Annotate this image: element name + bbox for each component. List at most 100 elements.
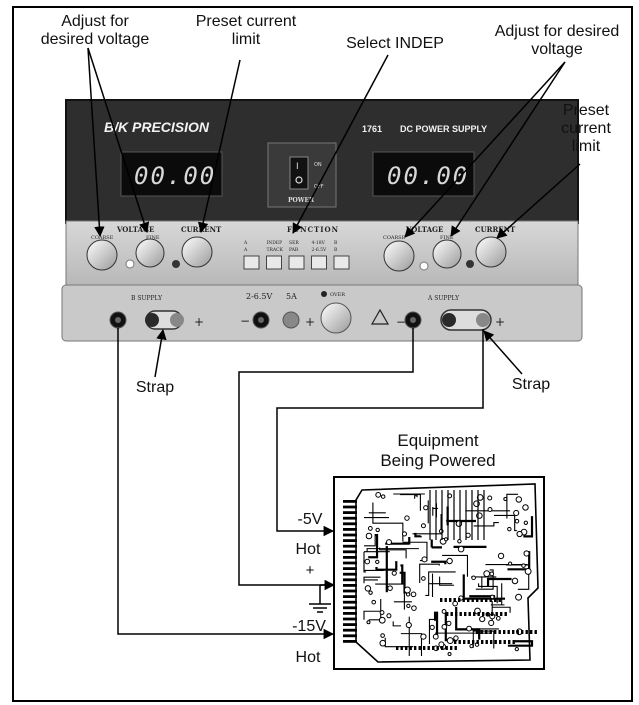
pcb-pad (366, 620, 371, 625)
pcb-ic-pin (485, 598, 488, 602)
label-hot-2: Hot (295, 649, 321, 666)
pcb-trace (412, 514, 442, 535)
pcb-edge-finger (343, 500, 357, 503)
model-number: 1761 (362, 124, 382, 134)
pcb-pad (447, 652, 452, 657)
over-indicator (321, 291, 327, 297)
left-fine-voltage-knob[interactable] (135, 238, 165, 268)
pcb-edge-finger (343, 628, 357, 632)
pcb-trace (523, 516, 534, 538)
pcb-trace (506, 564, 530, 590)
b-supply-positive-terminal[interactable] (170, 313, 184, 327)
pcb-trace (492, 606, 511, 613)
pcb-trace (431, 560, 447, 565)
pcb-edge-finger (343, 612, 357, 615)
pcb-pad (446, 637, 454, 645)
a-supply-ground-terminal[interactable] (442, 313, 456, 327)
a-supply-positive-terminal[interactable] (476, 313, 490, 327)
pcb-ic-pin (480, 630, 483, 634)
pcb-pad (364, 558, 371, 565)
pcb-trace (364, 534, 376, 547)
pcb-pad (469, 644, 474, 649)
pcb-pad (522, 504, 529, 511)
right-coarse-voltage-knob[interactable] (383, 240, 415, 272)
pcb-trace (363, 551, 367, 573)
pcb-pad (403, 586, 411, 594)
pcb-ic-pin (467, 640, 470, 644)
pcb-trace (419, 563, 440, 584)
function-button[interactable] (243, 255, 260, 270)
pcb-edge-finger (343, 623, 357, 626)
pcb-pad (488, 619, 495, 626)
pcb-edge-finger (343, 556, 357, 559)
right-fine-label: FINE (440, 235, 454, 241)
pcb-pad (410, 591, 417, 598)
pcb-pad (432, 633, 439, 640)
over-reset-knob[interactable] (320, 302, 352, 334)
b-supply-ground-terminal[interactable] (145, 313, 159, 327)
function-button[interactable] (288, 255, 305, 270)
pcb-ic-pin (503, 630, 506, 634)
pcb-edge-finger (343, 606, 357, 610)
right-fine-voltage-knob[interactable] (432, 239, 462, 269)
pcb-pad (497, 552, 505, 560)
pcb-ic-pin (450, 646, 453, 650)
pcb-ic-pin (503, 640, 506, 644)
function-button[interactable] (333, 255, 350, 270)
annotation-line: Adjust for (61, 13, 129, 30)
a-supply-negative-terminal-center (410, 317, 416, 323)
arrow-select-indep (292, 54, 389, 234)
fixed-positive-terminal[interactable] (282, 311, 300, 329)
pcb-edge-finger (343, 567, 357, 570)
pcb-pad (365, 532, 373, 540)
pcb-pad (421, 556, 428, 563)
left-display-reading: 00.00 (134, 162, 216, 190)
annotation-line: Adjust for desired (494, 23, 620, 40)
fixed-plus-sign: + (305, 315, 315, 329)
pcb-pad (386, 613, 392, 619)
annotation-adjust-voltage-right: Adjust for desired voltage (482, 23, 632, 59)
right-cc-indicator (466, 260, 474, 268)
function-bottom-label: 2-6.5V (312, 247, 328, 253)
pcb-ic-pin (534, 630, 537, 634)
left-display (120, 151, 223, 197)
pcb-ic-pin (400, 646, 403, 650)
power-switch[interactable] (289, 156, 309, 190)
pcb-edge-finger (343, 516, 357, 520)
pcb-ic-pin (441, 646, 444, 650)
pcb-ic-pin (476, 598, 479, 602)
wire-b-negative-to-minus15 (117, 328, 335, 640)
pcb-trace (400, 564, 404, 585)
function-top-label: 4-18V (312, 240, 326, 246)
left-current-knob[interactable] (181, 236, 213, 268)
pcb-ic-pin (463, 640, 466, 644)
left-coarse-voltage-knob[interactable] (86, 239, 118, 271)
pcb-ic-pin (489, 598, 492, 602)
label-hot-1: Hot (295, 541, 321, 558)
function-button[interactable] (266, 255, 282, 270)
circuit-board-artwork (343, 483, 539, 663)
pcb-pad (423, 505, 429, 511)
pcb-ic-pin (427, 646, 430, 650)
pcb-pad (507, 526, 512, 532)
pcb-ic-pin (405, 646, 408, 650)
function-button[interactable] (311, 255, 327, 270)
pcb-ic-pin (507, 630, 510, 634)
pcb-edge-finger (343, 595, 357, 598)
b-supply-negative-terminal-center (115, 317, 121, 323)
label-minus15v: -15V (292, 618, 326, 635)
pcb-trace (363, 576, 381, 584)
pcb-edge-finger (343, 550, 357, 554)
annotation-line: desired voltage (40, 31, 150, 48)
pcb-pad (375, 559, 380, 565)
pcb-pad (471, 575, 476, 581)
power-switch-off-mark (295, 176, 303, 184)
right-current-knob[interactable] (475, 236, 507, 268)
arrow-strap-right (483, 330, 523, 375)
pcb-ic-pin (445, 646, 448, 650)
b-supply-label: B SUPPLY (131, 295, 163, 302)
pcb-trace (368, 598, 382, 621)
annotation-preset-current-right: Preset current limit (544, 102, 628, 156)
